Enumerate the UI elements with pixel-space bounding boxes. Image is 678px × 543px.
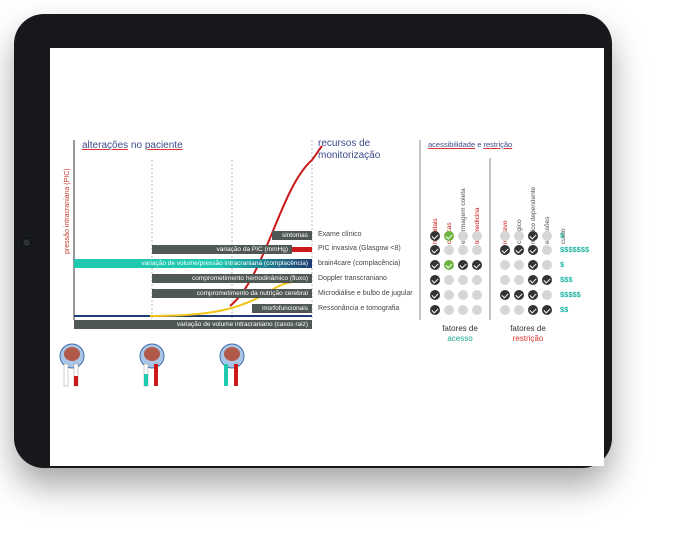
bar-symptoms: sintomas	[272, 231, 312, 240]
resource-doppler: Doppler transcraniano	[318, 275, 387, 282]
cost-imaging: $$	[560, 305, 569, 314]
empty-dot-icon	[514, 231, 524, 241]
check-icon	[542, 275, 552, 285]
empty-dot-icon	[472, 275, 482, 285]
empty-dot-icon	[500, 275, 510, 285]
check-icon	[500, 290, 510, 300]
check-icon	[430, 305, 440, 315]
empty-dot-icon	[458, 245, 468, 255]
brain-icon-3	[219, 343, 245, 386]
empty-dot-icon	[472, 245, 482, 255]
empty-dot-icon	[500, 260, 510, 270]
resource-imaging: Ressonância e tomografia	[318, 305, 400, 312]
resource-invasive-pic: PIC invasiva (Glasgow <8)	[318, 245, 401, 252]
check-icon	[528, 231, 538, 241]
bar-hemodynamic: comprometimento hemodinâmico (fluxo)	[152, 274, 312, 283]
cost-doppler: $$$	[560, 275, 573, 284]
empty-dot-icon	[472, 305, 482, 315]
footer-restriction-factors: fatores de restrição	[498, 324, 558, 344]
resource-microdialysis: Microdiálise e bulbo de jugular	[318, 290, 413, 297]
title-right-word-3: restrição	[483, 140, 513, 149]
camera-icon	[22, 238, 31, 247]
empty-dot-icon	[472, 231, 482, 241]
empty-dot-icon	[444, 305, 454, 315]
title-right-word-2: e	[475, 140, 484, 149]
empty-dot-icon	[500, 305, 510, 315]
bar-compliance: variação de volume/pressão intracraniana…	[74, 259, 312, 268]
brain-icon-1	[59, 343, 85, 387]
check-icon	[528, 275, 538, 285]
footer-restriction-line-1: fatores de	[510, 324, 546, 333]
title-right-word-1: acessibilidade	[428, 140, 476, 149]
check-icon	[528, 245, 538, 255]
footer-access-line-1: fatores de	[442, 324, 478, 333]
cost-brain4care: $	[560, 260, 565, 269]
empty-dot-icon	[514, 275, 524, 285]
check-icon	[444, 231, 454, 241]
check-icon	[528, 290, 538, 300]
cost-clinical-exam: $	[560, 231, 565, 240]
empty-dot-icon	[444, 275, 454, 285]
pressure-curve-chart	[59, 140, 491, 387]
cost-invasive-pic: $$$$$$$	[560, 245, 590, 254]
bar-pic-variation: variação da PIC (mmHg)	[152, 245, 292, 254]
empty-dot-icon	[500, 231, 510, 241]
empty-dot-icon	[458, 290, 468, 300]
check-icon	[500, 245, 510, 255]
check-icon	[542, 305, 552, 315]
footer-restriction-line-2: restrição	[512, 334, 544, 343]
check-icon	[430, 245, 440, 255]
empty-dot-icon	[458, 231, 468, 241]
check-icon	[514, 290, 524, 300]
empty-dot-icon	[542, 231, 552, 241]
bar-pic-red-marker	[292, 247, 312, 252]
empty-dot-icon	[542, 290, 552, 300]
resource-brain4care: brain4care (complacência)	[318, 260, 401, 267]
empty-dot-icon	[458, 305, 468, 315]
check-icon	[458, 260, 468, 270]
tablet-frame: pressão intracraniana (PIC) alterações n…	[14, 14, 612, 468]
empty-dot-icon	[514, 305, 524, 315]
slide-screen: pressão intracraniana (PIC) alterações n…	[50, 48, 604, 466]
check-icon	[430, 260, 440, 270]
empty-dot-icon	[458, 275, 468, 285]
check-icon	[528, 260, 538, 270]
cost-microdialysis: $$$$$	[560, 290, 581, 299]
check-icon	[444, 260, 454, 270]
title-left-word-1: alterações	[82, 140, 129, 151]
empty-dot-icon	[444, 245, 454, 255]
bar-nutrition: comprometimento da nutrição cerebral	[152, 289, 312, 298]
check-icon	[472, 260, 482, 270]
check-icon	[430, 290, 440, 300]
title-patient-changes: alterações no paciente	[82, 140, 183, 151]
check-icon	[430, 275, 440, 285]
resource-clinical-exam: Exame clínico	[318, 231, 362, 238]
footer-access-line-2: acesso	[447, 334, 473, 343]
empty-dot-icon	[472, 290, 482, 300]
title-monitoring-resources: recursos de monitorização	[318, 138, 381, 161]
title-left-word-3: paciente	[144, 140, 183, 151]
bar-morphofunctional: morfofuncionais	[252, 304, 312, 313]
footer-access-factors: fatores de acesso	[430, 324, 490, 344]
bar-volume-variation: variação de volume intracraniano (casos …	[74, 320, 312, 329]
check-icon	[528, 305, 538, 315]
empty-dot-icon	[514, 260, 524, 270]
empty-dot-icon	[542, 260, 552, 270]
check-icon	[430, 231, 440, 241]
title-accessibility: acessibilidade e restrição	[428, 140, 512, 149]
empty-dot-icon	[542, 245, 552, 255]
title-left-word-2: no	[128, 140, 145, 151]
check-icon	[514, 245, 524, 255]
empty-dot-icon	[444, 290, 454, 300]
brain-icon-2	[139, 343, 165, 387]
